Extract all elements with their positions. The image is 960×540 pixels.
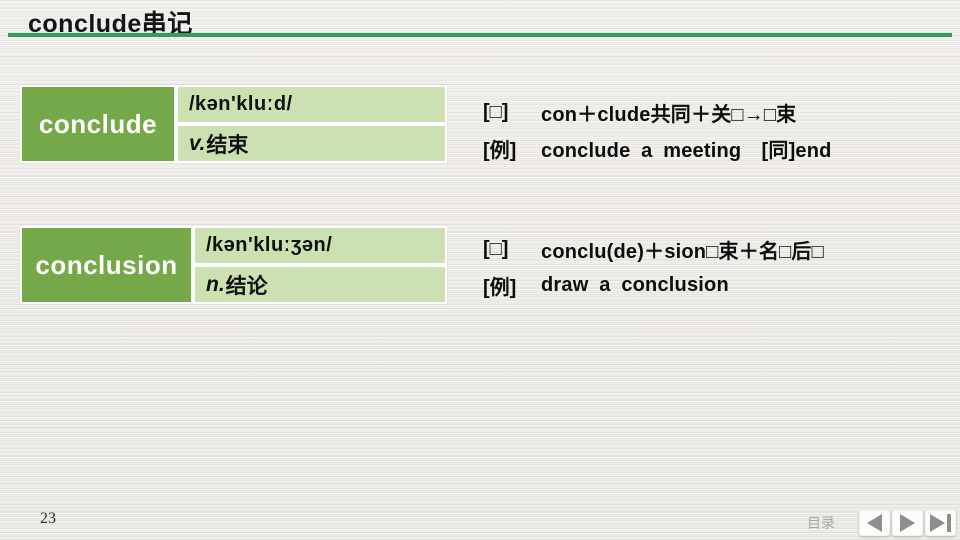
last-button[interactable] <box>925 510 956 536</box>
last-icon <box>930 514 945 532</box>
word-label: conclude <box>38 108 158 139</box>
word-details: /kən'kluːʒən/ n.结论 <box>195 228 445 302</box>
word-card-conclude: conclude /kən'kluːd/ v.结束 <box>20 85 447 163</box>
note-tag: [例] <box>483 276 517 299</box>
note-line: [□] conclu(de)＋sion□束＋名□后□ <box>483 231 953 267</box>
next-button[interactable] <box>892 510 923 536</box>
pos-label: n. <box>206 272 225 296</box>
notes-conclude: [□] con＋clude共同＋关□→□束 [例] conclude a mee… <box>483 94 953 166</box>
note-text: conclu(de)＋sion□束＋名□后□ <box>541 240 824 263</box>
title-underline <box>8 33 952 37</box>
meaning-row: n.结论 <box>195 267 445 302</box>
previous-icon <box>867 514 882 532</box>
page-number: 23 <box>40 510 56 527</box>
phonetic-text: /kən'kluːʒən/ <box>206 234 333 256</box>
meaning-text: 结论 <box>225 274 268 298</box>
note-line: [例] conclude a meeting [同]end <box>483 130 953 166</box>
note-tag: [例] <box>483 139 517 162</box>
toc-link[interactable]: 目录 <box>807 515 835 531</box>
word-cell: conclude <box>22 87 174 161</box>
last-icon-bar <box>947 514 951 532</box>
notes-conclusion: [□] conclu(de)＋sion□束＋名□后□ [例] draw a co… <box>483 231 953 303</box>
meaning-row: v.结束 <box>178 126 445 161</box>
meaning-text: 结束 <box>206 133 249 157</box>
pos-label: v. <box>189 131 206 155</box>
phonetic-row: /kən'kluːʒən/ <box>195 228 445 263</box>
note-line: [□] con＋clude共同＋关□→□束 <box>483 94 953 130</box>
phonetic-text: /kən'kluːd/ <box>189 93 293 115</box>
word-card-conclusion: conclusion /kən'kluːʒən/ n.结论 <box>20 226 447 304</box>
next-icon <box>900 514 915 532</box>
phonetic-row: /kən'kluːd/ <box>178 87 445 122</box>
footer-nav: 目录 <box>807 510 956 536</box>
note-text: con＋clude共同＋关□→□束 <box>541 103 797 126</box>
note-text: draw a conclusion <box>541 273 729 296</box>
note-tag: [□] <box>483 237 509 260</box>
note-line: [例] draw a conclusion <box>483 267 953 303</box>
note-text: conclude a meeting [同]end <box>541 139 832 162</box>
word-details: /kən'kluːd/ v.结束 <box>178 87 445 161</box>
note-tag: [□] <box>483 100 509 123</box>
previous-button[interactable] <box>859 510 890 536</box>
word-cell: conclusion <box>22 228 191 302</box>
word-label: conclusion <box>35 249 178 280</box>
